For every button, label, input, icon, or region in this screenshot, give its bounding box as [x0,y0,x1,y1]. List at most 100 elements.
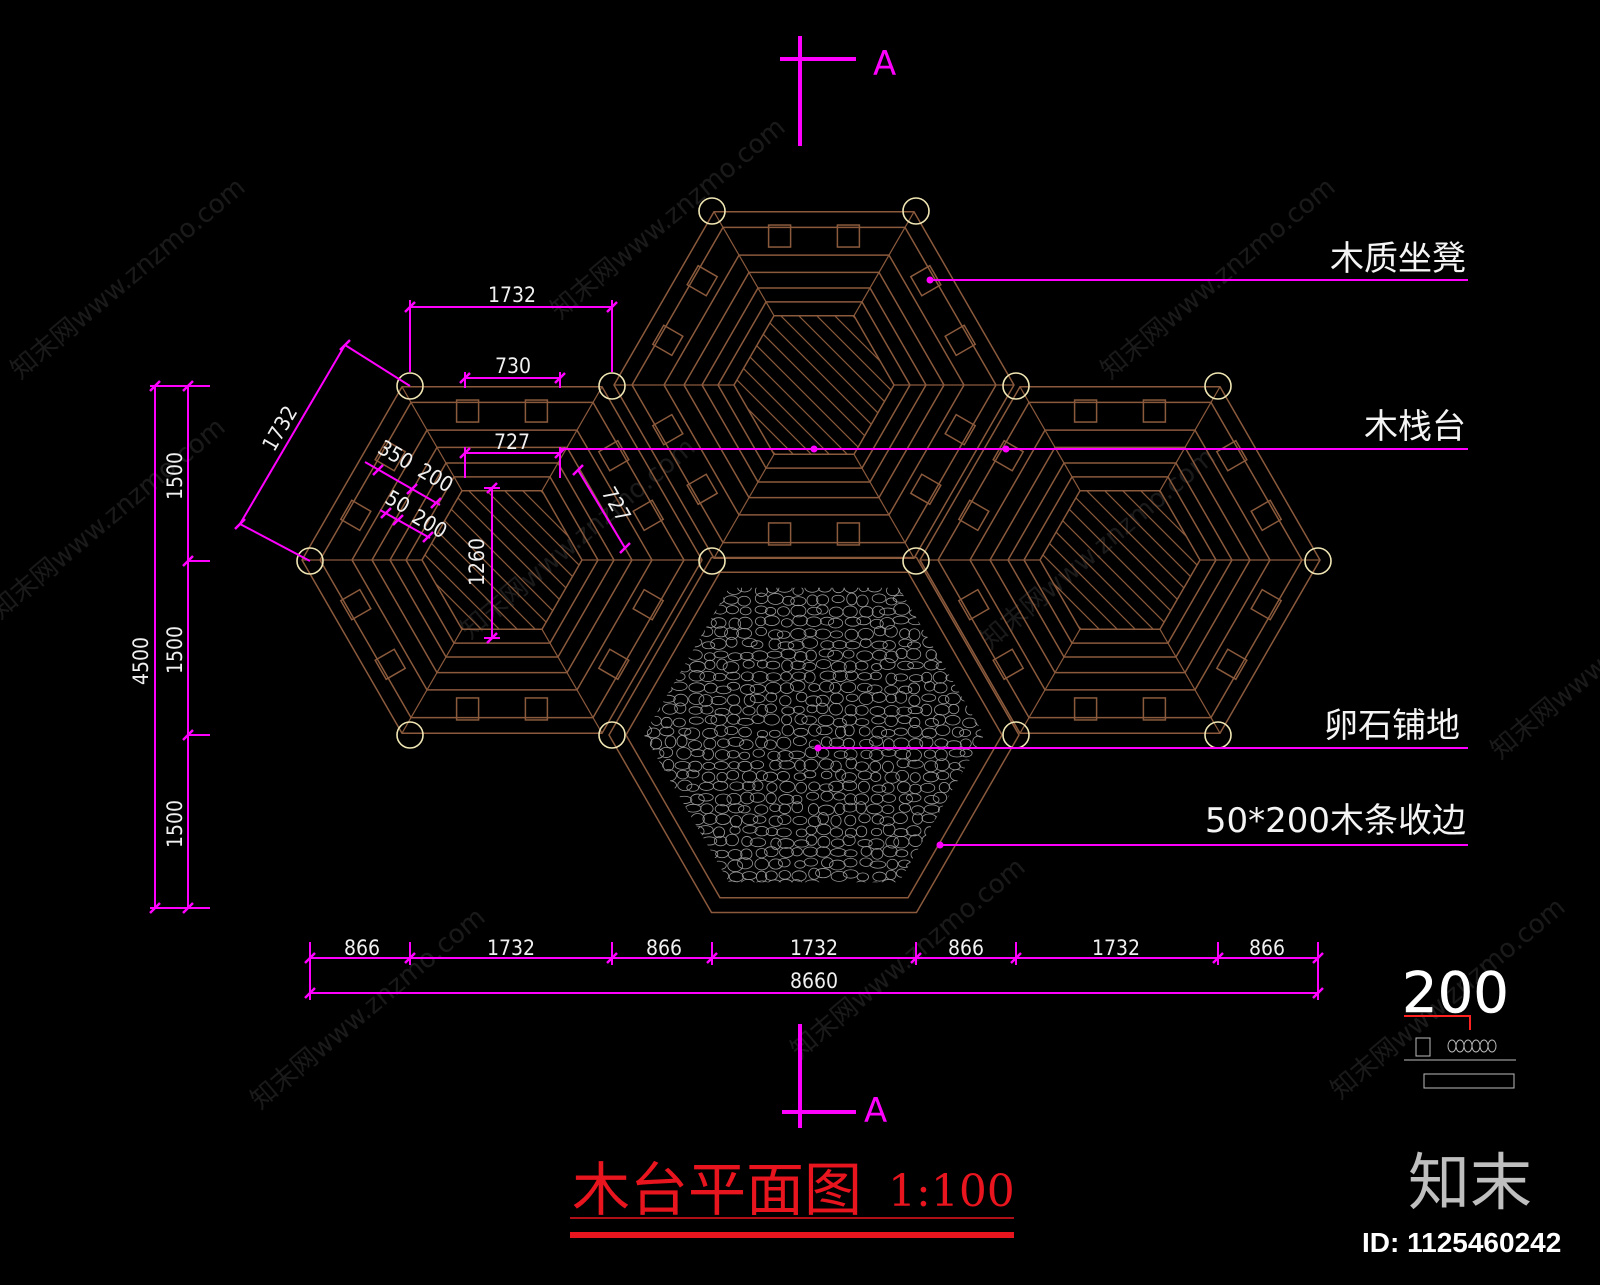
pebble [932,791,948,804]
deck-plank [422,490,582,630]
pebble [854,705,869,716]
pebble [688,692,705,705]
pebble [879,607,896,616]
dim-tick [182,729,194,741]
pebble [831,594,845,604]
dim-tick [486,632,498,644]
pebble [724,627,739,640]
pebble [871,605,885,618]
bench-leg [957,588,990,621]
bench-leg [651,324,684,357]
pebble [662,758,675,772]
pebble [743,694,756,707]
pebble [880,748,897,757]
dim-top-width: 1732 [488,283,536,307]
pebble [855,801,867,814]
pebble [856,616,871,626]
pebble [869,760,882,773]
pebble [736,628,753,639]
deck-plank [435,490,582,630]
pebble [923,660,939,671]
pebble [835,768,847,781]
pebble [905,825,922,837]
pebble [700,704,714,715]
pebble [793,727,809,737]
pebble [816,604,829,615]
post [698,197,726,225]
pebble [819,680,835,693]
pebble [688,706,703,715]
pebble [738,726,752,738]
pebble [923,804,940,814]
pebble [690,749,705,758]
pebble [777,838,795,849]
pebble [662,703,678,715]
pebble [884,625,898,638]
pebble [714,707,730,717]
pebble [897,715,912,725]
pebble [805,834,818,846]
pebble [895,770,909,782]
pebble [768,729,781,738]
pebble [660,716,673,729]
pebble [881,782,895,794]
deck-plank [453,490,582,630]
pebble [688,716,704,725]
pebble [792,614,808,627]
pebble [908,628,921,641]
pebble [871,725,888,739]
inset-post [1415,1037,1431,1057]
dim-line [379,509,431,539]
pebble [934,758,950,772]
dim-tick [182,380,194,392]
pebble [884,714,898,727]
pebble [726,671,741,681]
pebble [714,793,732,807]
deck-plank [1040,490,1200,630]
pebble [674,761,691,770]
bench-leg [1142,399,1167,423]
pebble [722,661,740,674]
pebble [842,834,856,846]
pebble [844,628,859,641]
pebble [855,661,869,671]
deck-plank [765,315,894,455]
pebble [754,880,771,883]
pebble [858,587,870,593]
dim-tick [404,301,416,313]
dimension-lines [149,36,1468,1128]
deck-spoke [713,453,775,559]
pebble [778,803,791,815]
label-wooden-deck: 木栈台 [1364,407,1466,447]
pebble [726,681,741,691]
pebble [804,746,819,759]
pebble [885,835,900,849]
pebble [843,857,858,868]
dim-tick [910,952,922,964]
pebble [794,759,806,772]
pebble [858,813,871,824]
pebble [962,717,978,729]
pebble [764,846,779,858]
bench-leg [909,264,942,297]
bench-leg [686,473,719,506]
pebble [833,750,848,759]
dim-tick [706,952,718,964]
pebble [844,793,857,806]
bench-leg [455,697,480,721]
pebble [787,640,805,651]
pebble [815,868,832,879]
pebble [704,715,718,725]
pebble [882,640,896,651]
pebble [805,695,822,707]
pebble [802,662,817,672]
pebble [844,704,858,717]
bench-leg [1073,697,1098,721]
pebble [896,758,910,769]
pebble [907,661,924,670]
pebble [724,726,739,736]
pebble [924,760,939,773]
title-underline-thick [570,1232,1014,1238]
pebble [959,729,972,737]
